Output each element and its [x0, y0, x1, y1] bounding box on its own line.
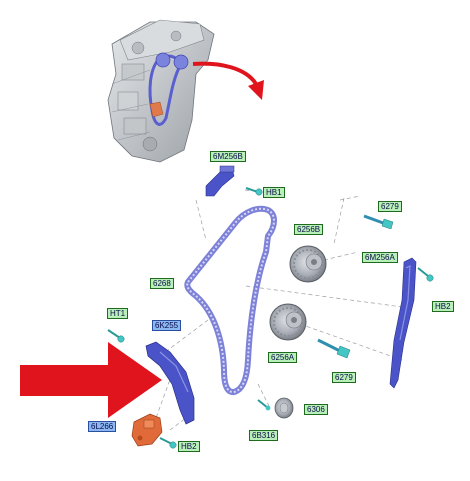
bolt-hb1 — [245, 187, 263, 196]
crankshaft-sprocket-6306 — [274, 397, 294, 419]
label-6m256a: 6M256A — [362, 252, 398, 263]
tensioner-arm-6k255 — [145, 341, 195, 425]
red-pointer-arrow — [20, 342, 162, 418]
camshaft-sprocket-6256b — [289, 245, 327, 283]
bolt-6279-bottom — [317, 338, 351, 359]
bolt-hb2-right — [417, 267, 434, 282]
label-6m256b: 6M256B — [210, 151, 246, 162]
label-6l266: 6L266 — [88, 421, 117, 432]
bolt-ht1 — [107, 329, 125, 343]
key-6b316 — [257, 399, 271, 411]
fixed-chain-guide — [389, 257, 417, 389]
label-6b316: 6B316 — [249, 430, 279, 441]
label-6279-top: 6279 — [378, 201, 402, 212]
label-6k255: 6K255 — [152, 320, 182, 331]
label-6256b: 6256B — [294, 224, 324, 235]
label-hb2-right: HB2 — [432, 301, 454, 312]
label-ht1: HT1 — [107, 308, 129, 319]
leader-lines — [155, 189, 411, 431]
engine-block — [107, 19, 215, 163]
label-hb2-bottom: HB2 — [178, 441, 200, 452]
label-hb1: HB1 — [263, 187, 285, 198]
hydraulic-tensioner-6l266 — [131, 413, 163, 447]
bolt-hb2-bottom — [159, 437, 177, 449]
label-6256a: 6256A — [268, 352, 298, 363]
label-6306: 6306 — [304, 404, 328, 415]
red-curved-arrow — [192, 61, 264, 100]
camshaft-sprocket-6256a — [269, 303, 307, 341]
upper-chain-guide — [205, 165, 235, 197]
timing-chain — [184, 205, 277, 395]
label-6268: 6268 — [150, 278, 174, 289]
label-6279-bottom: 6279 — [332, 372, 356, 383]
bolt-6279-top — [363, 214, 394, 230]
